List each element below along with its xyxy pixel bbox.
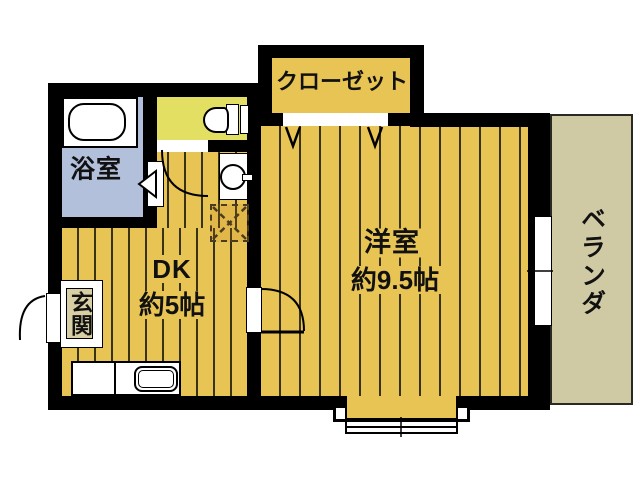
dk-size: 約5帖 xyxy=(135,291,209,319)
wall-toilet-bottom xyxy=(208,140,261,152)
western-room-floor xyxy=(261,126,528,396)
kitchen-sink-icon xyxy=(134,366,178,392)
wall-bathroom-bottom xyxy=(48,217,157,228)
bay-window-cap-right xyxy=(457,407,468,420)
counter-divider xyxy=(114,363,116,394)
entrance-label: 玄関 xyxy=(68,291,93,337)
wall-top-left xyxy=(48,83,262,97)
wall-closet-left xyxy=(258,45,272,126)
washing-machine-pan-cross xyxy=(212,206,247,240)
kitchen-counter-icon xyxy=(71,361,181,396)
bathroom-door-triangle-icon xyxy=(137,168,157,200)
dk-label: DK xyxy=(149,255,195,283)
bathroom-label: 浴室 xyxy=(69,155,123,184)
western-room-label: 洋室 xyxy=(361,228,423,258)
toilet-shelf xyxy=(240,105,249,134)
western-room-door-opening xyxy=(246,287,262,333)
toilet-icon xyxy=(203,107,229,133)
washroom-door-opening xyxy=(162,140,208,152)
wall-closet-top xyxy=(258,45,424,58)
western-room-size: 約9.5帖 xyxy=(347,266,443,294)
entrance-label-box xyxy=(66,288,93,339)
washroom-door-arc-icon xyxy=(161,149,209,197)
veranda-label: ベランダ xyxy=(577,204,606,319)
folding-door-v-icon xyxy=(366,126,384,150)
bay-window-cap-left xyxy=(335,407,346,420)
western-room-door-arc-icon xyxy=(260,288,305,332)
bay-window-floor xyxy=(347,396,456,418)
closet-opening xyxy=(283,113,388,126)
folding-door-v-icon xyxy=(284,126,302,150)
closet-floor xyxy=(272,58,410,113)
wall-top-right xyxy=(410,113,550,127)
washbasin-icon xyxy=(220,164,246,190)
bathtub-icon xyxy=(68,103,126,141)
veranda-floor xyxy=(550,114,633,405)
wall-closet-right xyxy=(410,45,424,126)
washbasin-handle xyxy=(242,174,253,181)
closet-label: クローゼット xyxy=(275,69,409,94)
entry-door-arc-icon xyxy=(18,295,46,341)
